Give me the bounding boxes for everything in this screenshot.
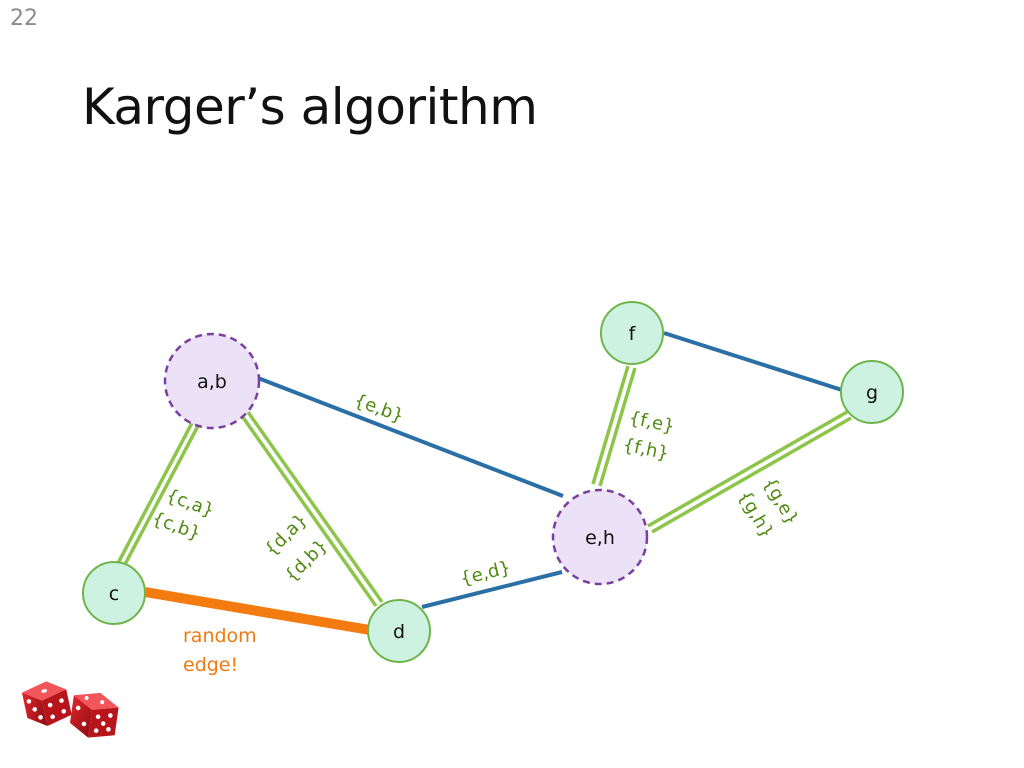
node-f-label: f [629, 323, 637, 345]
node-c: c [82, 561, 146, 625]
node-ab: a,b [163, 332, 261, 430]
random-edge-annotation-line1: random [183, 625, 257, 647]
edge-label-eb: {e,b} [351, 390, 406, 427]
edge-eb [257, 376, 564, 498]
node-d-label: d [393, 621, 405, 643]
node-ab-label: a,b [197, 371, 227, 393]
node-f: f [600, 301, 664, 365]
random-edge-annotation-line2: edge! [183, 654, 238, 676]
edge-label-fe-1: {f,e} [627, 407, 676, 437]
slide-number: 22 [10, 6, 38, 31]
edge-fe [591, 365, 637, 487]
edge-ge [647, 410, 852, 534]
edge-fg [663, 331, 843, 392]
node-g: g [840, 360, 904, 424]
edge-ed [421, 570, 563, 609]
node-d: d [367, 599, 431, 663]
node-g-label: g [866, 382, 878, 404]
slide-title: Karger’s algorithm [82, 78, 538, 136]
dice-icon [21, 681, 119, 738]
edge-cd-random [144, 587, 371, 635]
edge-label-fe-2: {f,h} [621, 434, 671, 464]
node-c-label: c [109, 583, 119, 605]
edge-ca [114, 420, 201, 571]
edge-da [240, 410, 384, 608]
node-eh: e,h [551, 488, 649, 586]
node-eh-label: e,h [585, 527, 615, 549]
